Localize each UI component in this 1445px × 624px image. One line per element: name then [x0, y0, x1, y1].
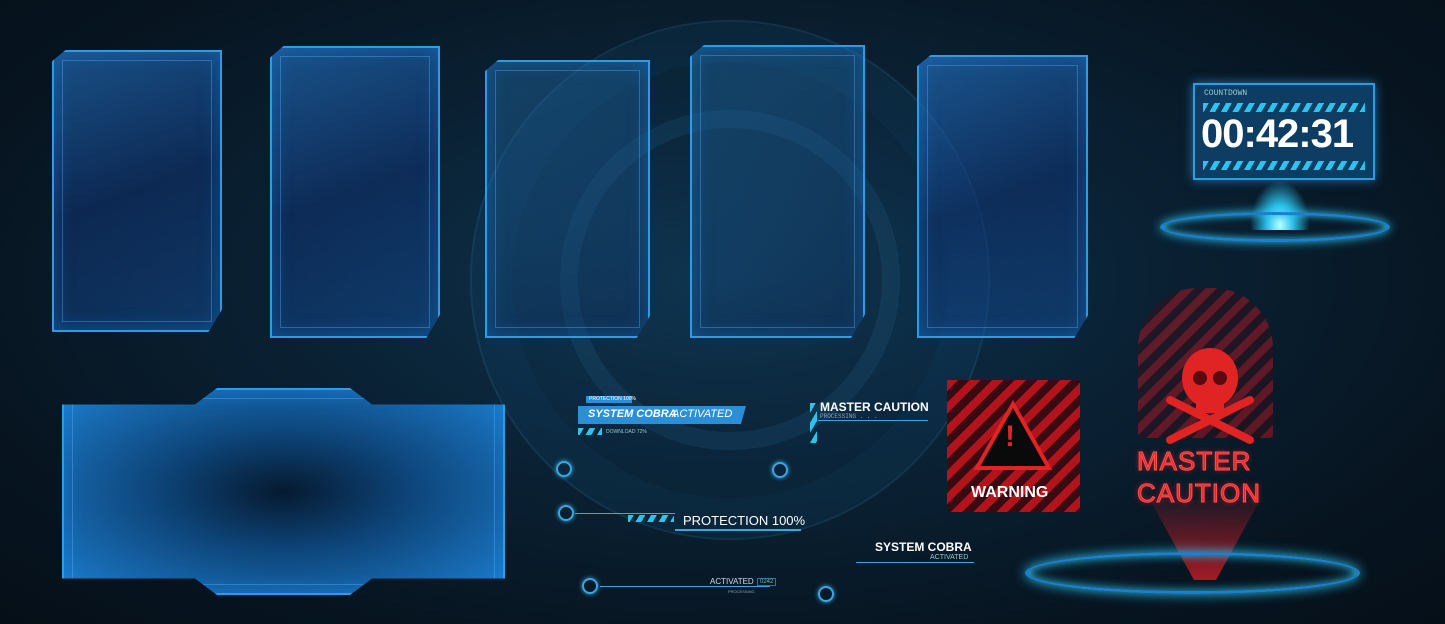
system-cobra-sub-label: ACTIVATED [930, 554, 969, 561]
hud-frame-5 [917, 55, 1088, 338]
warning-label: WARNING [971, 484, 1049, 501]
callout-node [772, 462, 788, 478]
callout-node [818, 586, 834, 602]
connector-line [600, 586, 770, 587]
callout-node [582, 578, 598, 594]
connector-line [575, 513, 675, 514]
countdown-panel: COUNTDOWN 00:42:31 [1193, 83, 1375, 180]
processing-small: PROCESSING [728, 589, 755, 594]
download-label: DOWNLOAD 72% [606, 429, 647, 435]
system-cobra-label: SYSTEM COBRA [875, 540, 972, 554]
callout-node [558, 505, 574, 521]
hud-frame-4 [690, 45, 865, 338]
master-caution-label: MASTER CAUTION [820, 400, 929, 414]
system-cobra-underline [856, 562, 974, 563]
master-caution-underline [818, 420, 928, 421]
protection-stripes [628, 515, 674, 522]
activated-label: ACTIVATED [710, 577, 754, 586]
master-caution-stripes [810, 403, 817, 443]
activated-code: 0242 [757, 578, 777, 586]
hologram-platform-red [1025, 552, 1360, 594]
hud-frame-3 [485, 60, 650, 338]
hazard-stripes-bottom [1203, 161, 1365, 170]
system-cobra-banner: SYSTEM COBRA ACTIVATED [578, 406, 746, 424]
protection-label: PROTECTION 100% [683, 513, 806, 528]
hud-frame-2 [270, 46, 440, 338]
skull-crossbones-icon [1166, 348, 1254, 444]
hologram-platform-blue [1160, 212, 1390, 242]
master-caution-subtitle: CAUTION [1137, 478, 1261, 509]
warning-triangle-icon [973, 400, 1053, 470]
hazard-stripes-top [1203, 103, 1365, 112]
download-progress-stripes [578, 428, 602, 435]
warning-exclamation: ! [1005, 420, 1015, 453]
master-caution-title: MASTER [1136, 446, 1252, 477]
protection-underline [675, 529, 801, 531]
processing-label: PROCESSING . . . [820, 413, 878, 420]
countdown-time: 00:42:31 [1201, 112, 1354, 156]
corridor-frame [62, 388, 505, 595]
callout-node [556, 461, 572, 477]
warning-panel: ! WARNING [947, 380, 1080, 512]
countdown-label: COUNTDOWN [1204, 89, 1248, 98]
hud-frame-1 [52, 50, 222, 332]
protection-tag: PROTECTION 100% [586, 396, 636, 403]
